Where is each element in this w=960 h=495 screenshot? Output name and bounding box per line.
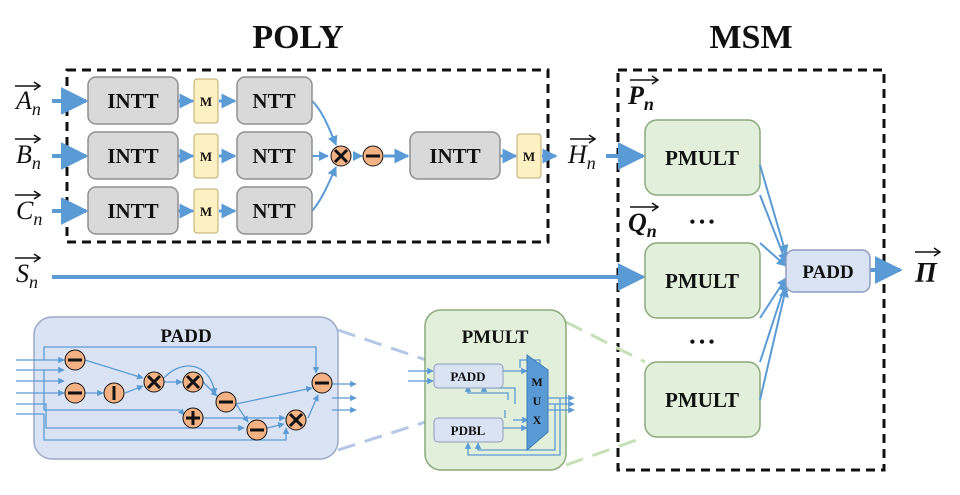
svg-text:INTT: INTT [429, 144, 480, 168]
svg-text:INTT: INTT [107, 144, 158, 168]
svg-text:U: U [533, 394, 542, 408]
msm-ellipsis-1: • • • [690, 214, 715, 231]
padd-detail-mul-3 [285, 409, 307, 431]
input-c-label: Cn [15, 190, 42, 229]
pmult-detail: PMULT PADD PDBL M [408, 309, 575, 471]
ntt-a-block: NTT [236, 76, 313, 125]
pmult-block-2: PMULT [644, 242, 761, 319]
msm-arrows [759, 164, 903, 401]
ntt-b-block: NTT [236, 131, 313, 180]
padd-detail-add [182, 407, 204, 429]
svg-text:PMULT: PMULT [665, 388, 739, 412]
svg-text:INTT: INTT [107, 89, 158, 113]
pmult-detail-pdbl: PDBL [433, 417, 504, 443]
padd-detail-mul-1 [143, 371, 165, 393]
svg-text:Bn: Bn [16, 140, 41, 173]
svg-text:PADD: PADD [160, 326, 211, 347]
input-a-label: An [14, 81, 42, 119]
svg-text:M: M [200, 204, 212, 219]
svg-text:INTT: INTT [107, 199, 158, 223]
svg-text:Π: Π [914, 258, 938, 289]
svg-text:PDBL: PDBL [451, 423, 486, 438]
svg-text:Sn: Sn [16, 259, 38, 292]
svg-text:Pn: Pn [627, 81, 654, 114]
padd-detail-div [103, 382, 125, 404]
svg-text:Hn: Hn [567, 140, 596, 173]
p-label: Pn [627, 75, 660, 114]
output-pi-label: Π [914, 247, 942, 289]
m-final-block: M [516, 133, 542, 179]
pmult-detail-mux: M U X [526, 354, 549, 452]
ntt-c-block: NTT [236, 186, 313, 235]
padd-detail-sub-5 [311, 372, 333, 394]
svg-text:PADD: PADD [802, 262, 853, 283]
pmult-detail-wires [408, 359, 575, 456]
svg-text:PMULT: PMULT [665, 269, 739, 293]
svg-text:M: M [200, 149, 212, 164]
svg-text:M: M [200, 94, 212, 109]
padd-detail: PADD [16, 316, 357, 460]
svg-text:Cn: Cn [16, 196, 42, 229]
poly-multiply-op [330, 145, 352, 167]
intt-final-block: INTT [409, 131, 501, 180]
intt-c-block: INTT [87, 186, 179, 235]
zoom-guides [337, 320, 646, 467]
m-a-block: M [193, 78, 219, 124]
svg-text:PADD: PADD [450, 369, 485, 384]
poly-title: POLY [252, 19, 343, 56]
padd-block: PADD [785, 249, 871, 293]
intt-a-block: INTT [87, 76, 179, 125]
svg-text:PMULT: PMULT [462, 327, 529, 348]
intt-b-block: INTT [87, 131, 179, 180]
q-label: Qn [628, 202, 660, 241]
svg-text:M: M [523, 149, 535, 164]
padd-detail-sub-3 [215, 391, 237, 413]
pmult-detail-padd: PADD [433, 363, 504, 389]
output-h-label: Hn [567, 134, 597, 173]
svg-text:NTT: NTT [252, 199, 295, 223]
svg-text:An: An [14, 86, 41, 119]
pmult-block-1: PMULT [644, 119, 761, 196]
m-b-block: M [193, 133, 219, 179]
m-c-block: M [193, 188, 219, 234]
msm-title: MSM [709, 19, 792, 56]
msm-ellipsis-2: • • • [690, 334, 715, 351]
svg-text:PMULT: PMULT [665, 146, 739, 170]
padd-detail-wires [16, 346, 357, 441]
poly-arrows [52, 87, 646, 225]
svg-text:M: M [531, 375, 542, 389]
input-s-label: Sn [15, 253, 42, 292]
padd-detail-mul-2 [182, 371, 204, 393]
poly-subtract-op [362, 145, 384, 167]
svg-text:Qn: Qn [628, 208, 657, 241]
padd-detail-sub-1 [64, 349, 86, 371]
pmult-block-3: PMULT [644, 361, 761, 438]
svg-text:NTT: NTT [252, 144, 295, 168]
svg-text:NTT: NTT [252, 89, 295, 113]
padd-detail-sub-4 [246, 419, 268, 441]
svg-text:X: X [533, 413, 542, 427]
input-b-label: Bn [15, 134, 42, 173]
padd-detail-sub-2 [64, 382, 86, 404]
